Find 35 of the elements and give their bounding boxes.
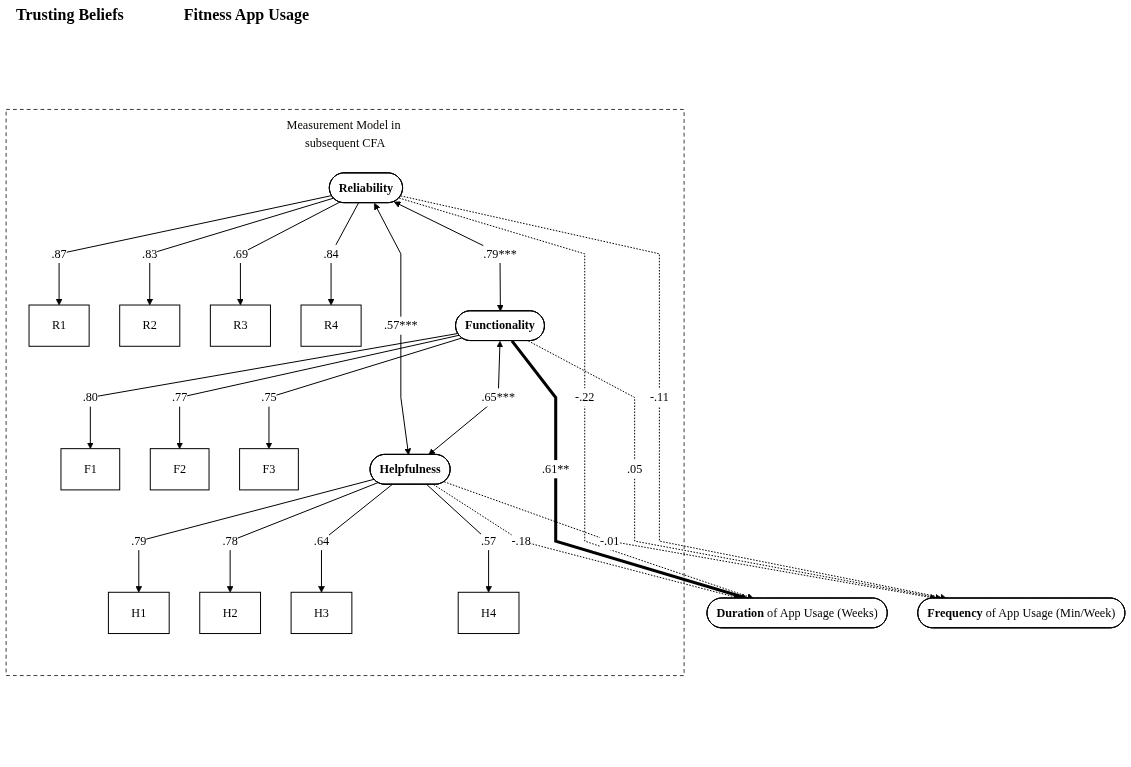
edge-label: .84 [323, 246, 339, 260]
section-heading: Trusting Beliefs [16, 6, 124, 24]
edge-label: .05 [627, 462, 643, 476]
edge-label: .64 [313, 534, 330, 548]
node-box: H3 [290, 591, 353, 635]
edge-label: .75 [261, 390, 277, 404]
edge-label: .65*** [481, 390, 516, 404]
edge-label: .80 [82, 390, 98, 404]
edge-label: .61** [541, 462, 570, 476]
edge-label: .87 [51, 246, 67, 260]
edge-label: .83 [142, 246, 158, 260]
node-box: F1 [60, 448, 121, 491]
section-heading: Fitness App Usage [183, 6, 310, 24]
arrow [318, 484, 393, 593]
node-box: F3 [239, 448, 299, 491]
edge-label: .79*** [483, 246, 517, 260]
node-box: F2 [149, 448, 210, 491]
edge-label: .69 [232, 246, 249, 260]
edge-label: -.11 [649, 390, 669, 404]
node-box: R3 [209, 304, 271, 347]
node-box: R2 [119, 304, 181, 347]
edge-label: .79 [131, 534, 147, 548]
node-box: H4 [457, 591, 520, 635]
edge-label: -.01 [600, 534, 620, 548]
arrow [510, 340, 748, 600]
node-box: R1 [28, 304, 90, 347]
edge-label: -.22 [575, 390, 595, 404]
edge-label: .77 [172, 390, 188, 404]
node-box: H2 [199, 591, 262, 635]
edge-label: .57*** [384, 318, 418, 332]
edge-label: .57 [480, 534, 497, 548]
edge-label: -.18 [511, 534, 531, 548]
node-box: R4 [300, 304, 362, 347]
node-box: H1 [107, 591, 170, 635]
edge-label: .78 [222, 534, 238, 548]
